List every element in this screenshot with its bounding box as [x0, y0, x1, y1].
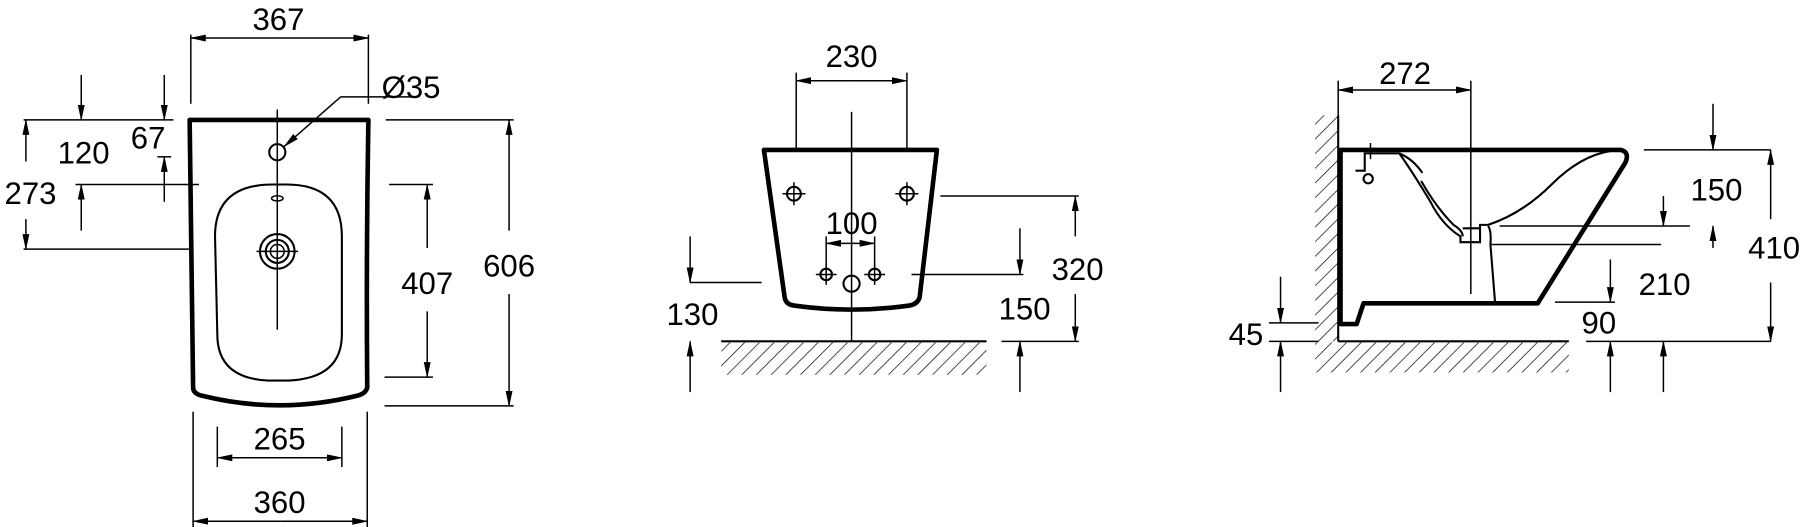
dim-top-fixing-height: 320: [1052, 252, 1104, 287]
dim-total-height: 410: [1748, 230, 1800, 265]
side-view: 272 150 410 210 90 45: [1229, 56, 1800, 393]
overflow-hole: [270, 195, 284, 202]
dim-width-bottom: 360: [254, 485, 306, 520]
dim-tap-offset: 120: [58, 136, 110, 171]
front-view: 230 100 130 320 150: [666, 39, 1104, 393]
tap-hole: [268, 143, 287, 162]
wall-hatch: [1315, 115, 1339, 342]
dim-bowl-width: 265: [254, 422, 306, 457]
dim-total-length: 606: [483, 249, 535, 284]
dim-fixing-spacing: 230: [826, 39, 878, 74]
dim-rim-to-outlet: 150: [1690, 173, 1742, 208]
dimension-lines-top: [22, 34, 514, 527]
dim-hole-offset: 67: [131, 121, 166, 156]
bowl-profile: [1355, 150, 1611, 244]
dimension-arrow: [283, 96, 342, 148]
fixing-holes: [782, 182, 919, 293]
bidet-outline-top: [187, 117, 371, 408]
top-view: 367 Ø35 120 67 273 407 606 265 360: [5, 2, 535, 527]
dim-tap-hole-diameter: Ø35: [382, 70, 441, 105]
dim-bottom-height: 130: [666, 297, 718, 332]
dim-bowl-length: 407: [401, 266, 453, 301]
floor-hatch-side: [1315, 342, 1569, 373]
floor-hatch: [721, 342, 987, 375]
bidet-outline-front: [761, 147, 940, 312]
bowl-outline: [213, 183, 343, 382]
dim-foot-height: 45: [1229, 317, 1264, 352]
drain: [256, 233, 299, 270]
dimension-lines-side: [1269, 80, 1775, 393]
dim-inlet-height: 150: [999, 291, 1051, 326]
dim-width-top: 367: [252, 2, 304, 37]
dim-drain-offset: 273: [5, 176, 57, 211]
dim-outlet-height: 210: [1639, 267, 1691, 302]
dim-drain-distance: 272: [1379, 56, 1431, 91]
dim-inlet-spacing: 100: [826, 206, 878, 241]
bidet-outline-side: [1338, 147, 1630, 327]
dim-base-height: 90: [1582, 305, 1617, 340]
dimension-lines-front: [686, 72, 1079, 393]
